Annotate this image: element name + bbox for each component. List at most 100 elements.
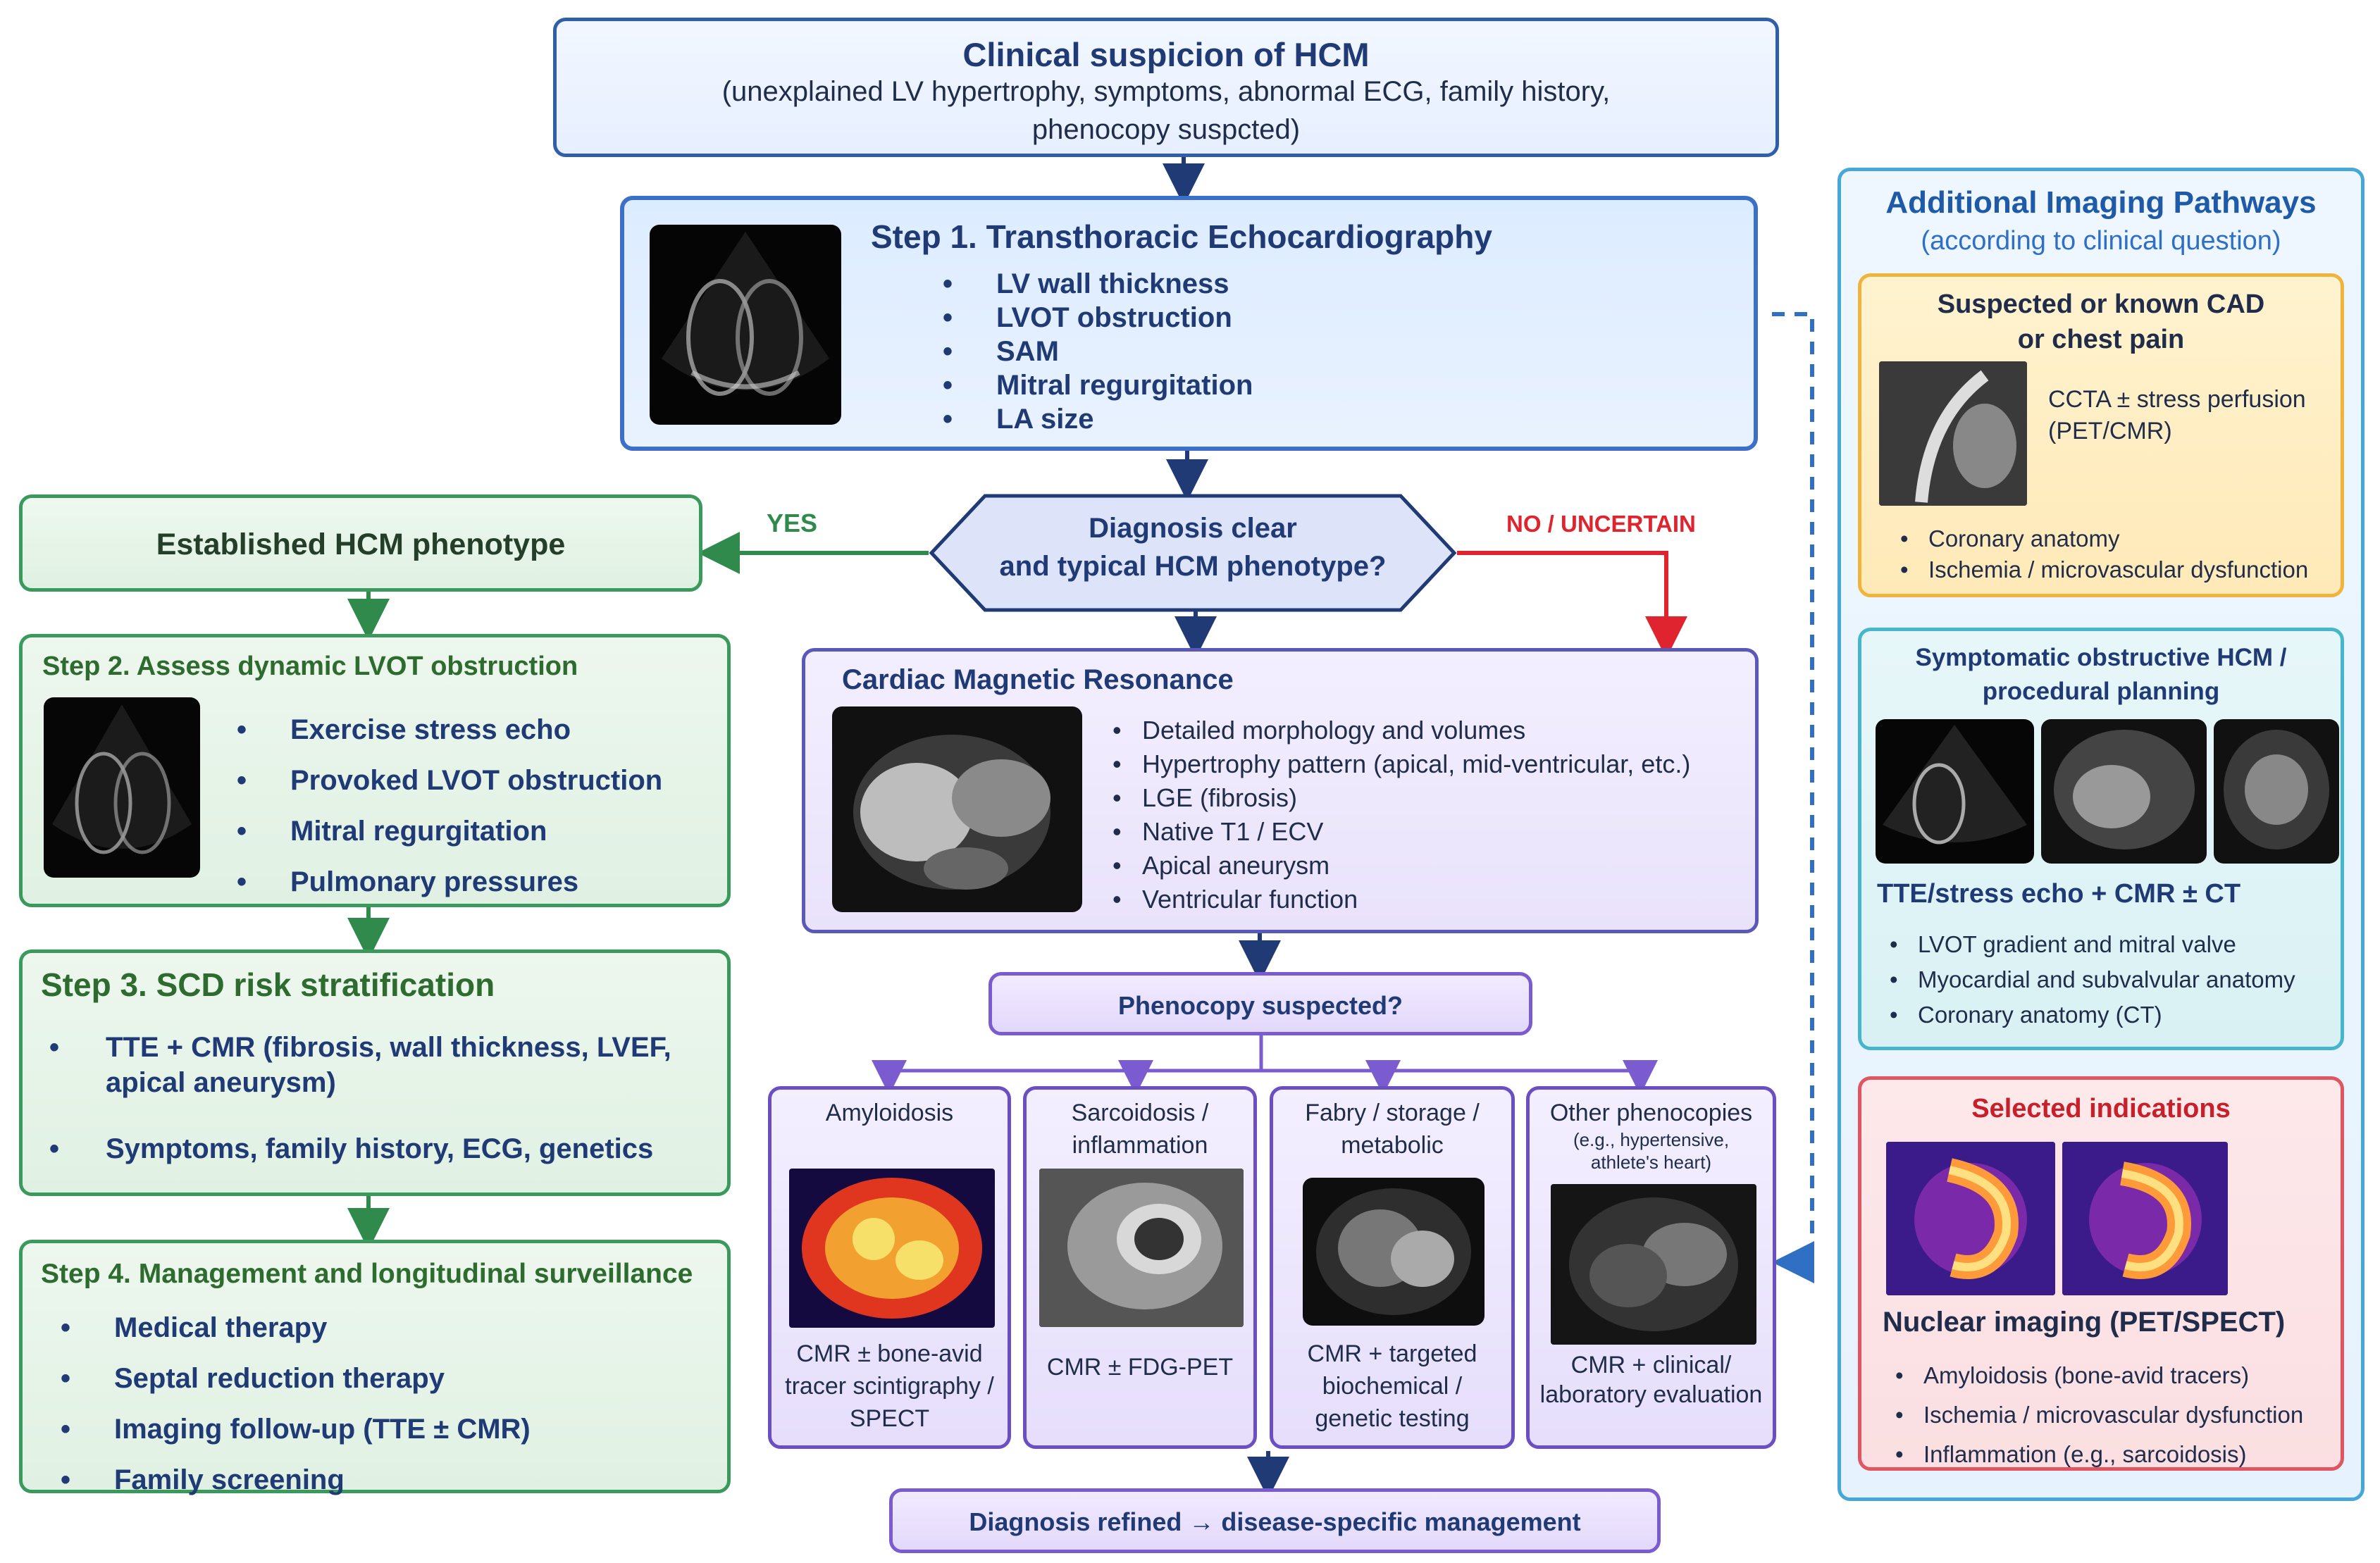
obstructive-echo-image	[1876, 719, 2034, 864]
sarcoidosis-title-1: Sarcoidosis /	[1071, 1100, 1209, 1126]
step1-item: •Mitral regurgitation	[943, 370, 1253, 401]
fabry-desc-2: biochemical /	[1322, 1373, 1463, 1400]
obstructive-item: •LVOT gradient and mitral valve	[1890, 931, 2236, 957]
arrow-no	[1457, 551, 1687, 659]
selected-item: •Amyloidosis (bone-avid tracers)	[1895, 1362, 2250, 1388]
obstructive-title-1: Symptomatic obstructive HCM /	[1915, 644, 2287, 671]
step2-item: •Pulmonary pressures	[237, 866, 579, 897]
step1-item: •LVOT obstruction	[943, 302, 1232, 333]
other-phenocopies-box: Other phenocopies (e.g., hypertensive, a…	[1526, 1086, 1776, 1449]
step1-item: •LV wall thickness	[943, 268, 1229, 299]
step1-list: •LV wall thickness •LVOT obstruction •SA…	[943, 267, 1253, 436]
clinical-suspicion-line2: phenocopy suspcted)	[1031, 114, 1301, 145]
step2-list: •Exercise stress echo •Provoked LVOT obs…	[237, 704, 663, 907]
cmr-item: •Apical aneurysm	[1112, 851, 1330, 880]
nuclear-image-2	[2062, 1142, 2228, 1295]
dashed-link-to-additional	[1772, 312, 1814, 1283]
step4-title: Step 4. Management and longitudinal surv…	[41, 1259, 693, 1289]
step2-box: Step 2. Assess dynamic LVOT obstruction …	[19, 634, 731, 907]
additional-imaging-subtitle: (according to clinical question)	[1921, 226, 2281, 256]
amyloidosis-desc-2: tracer scintigraphy /	[785, 1373, 994, 1400]
cmr-item: •Ventricular function	[1112, 885, 1358, 914]
cad-item: •Coronary anatomy	[1900, 525, 2120, 552]
step4-item: •Septal reduction therapy	[61, 1363, 445, 1394]
fabry-desc-3: genetic testing	[1315, 1405, 1470, 1432]
cmr-box: Cardiac Magnetic Resonance •Detailed mor…	[802, 648, 1759, 933]
fabry-title-1: Fabry / storage /	[1305, 1100, 1480, 1126]
fabry-box: Fabry / storage / metabolic CMR + target…	[1270, 1086, 1515, 1449]
step4-item: •Medical therapy	[61, 1312, 328, 1343]
cmr-item: •Hypertrophy pattern (apical, mid-ventri…	[1112, 749, 1691, 778]
phenocopy-suspected-box: Phenocopy suspected?	[988, 972, 1532, 1035]
other-phenocopies-desc-1: CMR + clinical/	[1570, 1352, 1732, 1378]
step2-item: •Mitral regurgitation	[237, 816, 547, 847]
step3-bullet1: •	[49, 1032, 60, 1063]
step2-title: Step 2. Assess dynamic LVOT obstruction	[42, 652, 578, 681]
nuclear-image-1	[1886, 1142, 2055, 1295]
decision-hexagon	[929, 494, 1457, 612]
selected-indications-box: Selected indications Nuclear imaging (PE…	[1858, 1076, 2344, 1471]
step1-box: Step 1. Transthoracic Echocardiography •…	[620, 196, 1758, 451]
selected-indications-title: Selected indications	[1971, 1094, 2231, 1123]
decision-line2: and typical HCM phenotype?	[999, 551, 1387, 582]
clinical-suspicion-title: Clinical suspicion of HCM	[962, 36, 1370, 73]
established-phenotype-box: Established HCM phenotype	[19, 494, 702, 592]
cmr-item: •Native T1 / ECV	[1112, 817, 1324, 846]
sarcoidosis-box: Sarcoidosis / inflammation CMR ± FDG-PET	[1023, 1086, 1257, 1449]
amyloidosis-desc-3: SPECT	[849, 1405, 930, 1432]
obstructive-title-2: procedural planning	[1982, 678, 2220, 705]
diagnosis-refined-box: Diagnosis refined → disease-specific man…	[889, 1488, 1661, 1553]
obstructive-subtitle: TTE/stress echo + CMR ± CT	[1877, 879, 2241, 909]
additional-imaging-panel: Additional Imaging Pathways (according t…	[1837, 168, 2364, 1501]
step4-item: •Family screening	[61, 1464, 345, 1495]
yes-label: YES	[767, 509, 818, 537]
step1-title: Step 1. Transthoracic Echocardiography	[871, 218, 1492, 255]
cmr-item: •LGE (fibrosis)	[1112, 783, 1298, 812]
cad-title-2: or chest pain	[2017, 325, 2185, 354]
clinical-suspicion-line1: (unexplained LV hypertrophy, symptoms, a…	[721, 76, 1611, 107]
fabry-title-2: metabolic	[1341, 1132, 1444, 1159]
fabry-desc-1: CMR + targeted	[1307, 1340, 1477, 1367]
no-uncertain-label: NO / UNCERTAIN	[1506, 511, 1696, 537]
step2-item: •Provoked LVOT obstruction	[237, 765, 663, 796]
obstructive-ct-image	[2214, 719, 2339, 864]
step3-bullet2: •	[49, 1133, 60, 1164]
step3-item1-line2: apical aneurysm)	[106, 1067, 336, 1098]
cad-desc-2: (PET/CMR)	[2048, 418, 2172, 444]
other-phenocopies-title: Other phenocopies	[1549, 1100, 1753, 1126]
selected-item: •Ischemia / microvascular dysfunction	[1895, 1402, 2304, 1428]
additional-imaging-title: Additional Imaging Pathways	[1885, 185, 2317, 220]
sarcoidosis-desc-1: CMR ± FDG-PET	[1046, 1354, 1234, 1381]
stress-echo-image	[44, 697, 200, 878]
diagnosis-refined-text: Diagnosis refined → disease-specific man…	[969, 1507, 1581, 1536]
cad-box: Suspected or known CAD or chest pain CCT…	[1858, 273, 2344, 597]
cmr-item: •Detailed morphology and volumes	[1112, 716, 1526, 745]
obstructive-item: •Myocardial and subvalvular anatomy	[1890, 966, 2295, 992]
cad-desc-1: CCTA ± stress perfusion	[2048, 386, 2306, 413]
obstructive-item: •Coronary anatomy (CT)	[1890, 1002, 2162, 1028]
cmr-list: •Detailed morphology and volumes •Hypert…	[1112, 714, 1691, 916]
obstructive-list: •LVOT gradient and mitral valve •Myocard…	[1890, 927, 2295, 1033]
phenocopy-suspected-title: Phenocopy suspected?	[1117, 991, 1403, 1020]
established-phenotype-title: Established HCM phenotype	[156, 528, 566, 561]
amyloidosis-title: Amyloidosis	[825, 1100, 954, 1126]
amyloidosis-box: Amyloidosis CMR ± bone-avid tracer scint…	[768, 1086, 1011, 1449]
cmr-image	[832, 706, 1082, 912]
selected-list: •Amyloidosis (bone-avid tracers) •Ischem…	[1895, 1356, 2304, 1474]
obstructive-hcm-box: Symptomatic obstructive HCM / procedural…	[1858, 628, 2344, 1050]
step3-box: Step 3. SCD risk stratification • TTE + …	[19, 949, 731, 1196]
step3-title: Step 3. SCD risk stratification	[41, 966, 495, 1003]
step3-item1-line1: TTE + CMR (fibrosis, wall thickness, LVE…	[106, 1032, 671, 1063]
obstructive-cmr-image	[2041, 719, 2207, 864]
sarcoidosis-title-2: inflammation	[1072, 1132, 1208, 1159]
nuclear-imaging-subtitle: Nuclear imaging (PET/SPECT)	[1883, 1307, 2286, 1338]
step4-item: •Imaging follow-up (TTE ± CMR)	[61, 1414, 531, 1445]
other-phenocopies-sub-1: (e.g., hypertensive,	[1573, 1129, 1730, 1150]
step4-list: •Medical therapy •Septal reduction thera…	[61, 1302, 531, 1505]
step4-box: Step 4. Management and longitudinal surv…	[19, 1240, 731, 1495]
other-phenocopies-desc-2: laboratory evaluation	[1539, 1381, 1763, 1408]
cad-title-1: Suspected or known CAD	[1937, 289, 2265, 319]
fabry-image	[1303, 1178, 1485, 1326]
cad-list: •Coronary anatomy •Ischemia / microvascu…	[1900, 523, 2308, 585]
cmr-title: Cardiac Magnetic Resonance	[842, 664, 1234, 695]
